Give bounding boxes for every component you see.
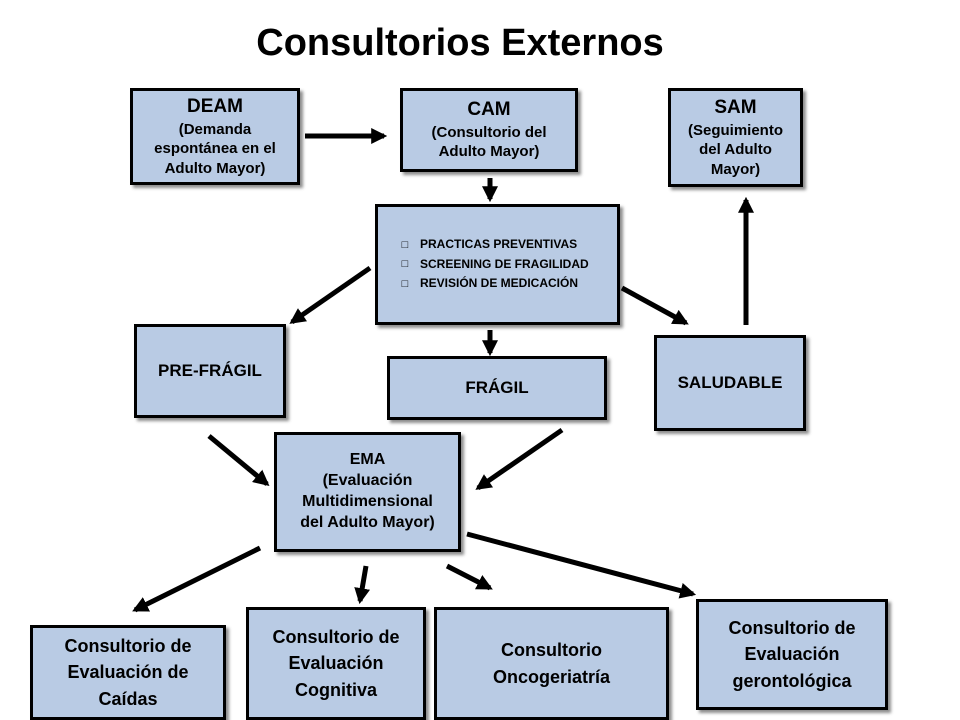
cam-detail: (Consultorio del Adulto Mayor) (431, 123, 547, 161)
oncogeriatria-box: Consultorio Oncogeriatría (434, 607, 669, 720)
arrow-prefragil-to-ema (207, 434, 270, 487)
deam-box: DEAM (Demanda espontánea en el Adulto Ma… (130, 88, 300, 185)
cam-box: CAM (Consultorio del Adulto Mayor) (400, 88, 578, 172)
deam-label: DEAM (187, 95, 243, 117)
ema-box: EMA (Evaluación Multidimensional del Adu… (274, 432, 461, 552)
gerontologica-label: Consultorio de Evaluación gerontológica (728, 618, 856, 691)
screening-item: □ SCREENING DE FRAGILIDAD (390, 255, 589, 275)
caidas-label: Consultorio de Evaluación de Caídas (64, 636, 192, 709)
sam-box: SAM (Seguimiento del Adulto Mayor) (668, 88, 803, 187)
arrow-ema-to-onco (445, 563, 493, 591)
saludable-label: SALUDABLE (677, 372, 783, 392)
arrow-ema-to-caidas (132, 545, 262, 613)
checkbox-bullet-icon: □ (401, 238, 409, 251)
cognitiva-box: Consultorio de Evaluación Cognitiva (246, 607, 426, 720)
gerontologica-box: Consultorio de Evaluación gerontológica (696, 599, 888, 710)
screening-item-label: SCREENING DE FRAGILIDAD (420, 256, 589, 271)
prefragil-box: PRE-FRÁGIL (134, 324, 286, 418)
fragil-label: FRÁGIL (465, 377, 529, 397)
page-title: Consultorios Externos (256, 22, 664, 64)
arrow-ema-to-geronto (466, 531, 697, 599)
arrow-screening-to-saludable (620, 285, 689, 326)
arrow-fragil-to-ema (475, 427, 564, 491)
prefragil-label: PRE-FRÁGIL (158, 360, 262, 380)
oncogeriatria-label: Consultorio Oncogeriatría (492, 640, 611, 687)
sam-detail: (Seguimiento del Adulto Mayor) (687, 121, 783, 178)
fragil-box: FRÁGIL (387, 356, 607, 420)
screening-item: □ PRACTICAS PREVENTIVAS (390, 235, 577, 255)
screening-item-label: PRACTICAS PREVENTIVAS (420, 236, 578, 251)
arrow-ema-to-cognitiva (354, 565, 371, 605)
cam-label: CAM (467, 99, 511, 121)
ema-detail: (Evaluación Multidimensional del Adulto … (300, 472, 435, 531)
checkbox-bullet-icon: □ (401, 258, 409, 271)
screening-box: □ PRACTICAS PREVENTIVAS □ SCREENING DE F… (375, 204, 620, 325)
screening-item-label: REVISIÓN DE MEDICACIÓN (420, 276, 579, 291)
ema-label: EMA (349, 451, 386, 469)
arrow-screening-to-prefragil (289, 265, 372, 325)
deam-detail: (Demanda espontánea en el Adulto Mayor) (154, 120, 276, 177)
saludable-box: SALUDABLE (654, 335, 806, 431)
screening-item: □ REVISIÓN DE MEDICACIÓN (390, 274, 578, 294)
checkbox-bullet-icon: □ (401, 278, 409, 291)
cognitiva-label: Consultorio de Evaluación Cognitiva (272, 627, 400, 700)
caidas-box: Consultorio de Evaluación de Caídas (30, 625, 226, 720)
sam-label: SAM (714, 96, 757, 118)
